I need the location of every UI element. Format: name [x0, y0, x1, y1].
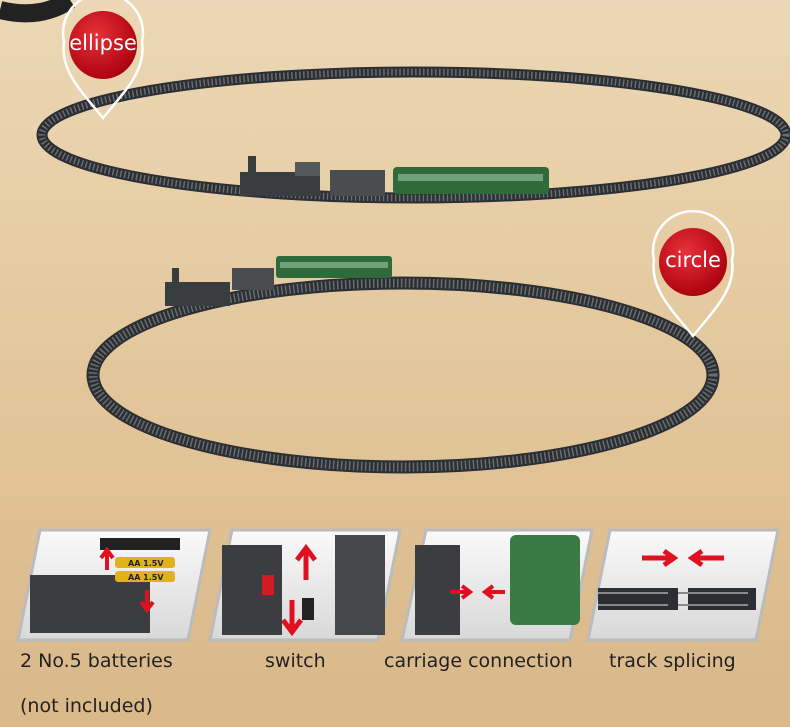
feature-tile-switch	[208, 528, 402, 642]
circle-pin-label: circle	[665, 248, 721, 272]
battery-icon	[115, 557, 175, 568]
battery-label-bottom: AA 1.5V	[128, 573, 164, 582]
battery-label-top: AA 1.5V	[128, 559, 164, 568]
caption-switch: switch	[265, 650, 326, 672]
feature-tile-carriage	[400, 528, 594, 642]
caption-carriage-connection: carriage connection	[384, 650, 573, 672]
caption-track-splicing: track splicing	[609, 650, 736, 672]
ellipse-pin-label: ellipse	[69, 31, 137, 55]
ellipse-pin	[61, 0, 145, 120]
ellipse-track	[36, 66, 790, 204]
feature-tile-batteries: AA 1.5V AA 1.5V	[16, 528, 212, 642]
circle-track	[86, 276, 720, 474]
circle-pin	[651, 209, 735, 338]
caption-batteries: 2 No.5 batteries	[20, 650, 173, 672]
ellipse-train	[240, 156, 549, 196]
feature-tile-track	[586, 528, 780, 642]
corner-track	[0, 0, 75, 23]
battery-icon	[115, 571, 175, 582]
circle-train	[165, 256, 392, 306]
not-included-note: (not included)	[20, 695, 153, 717]
